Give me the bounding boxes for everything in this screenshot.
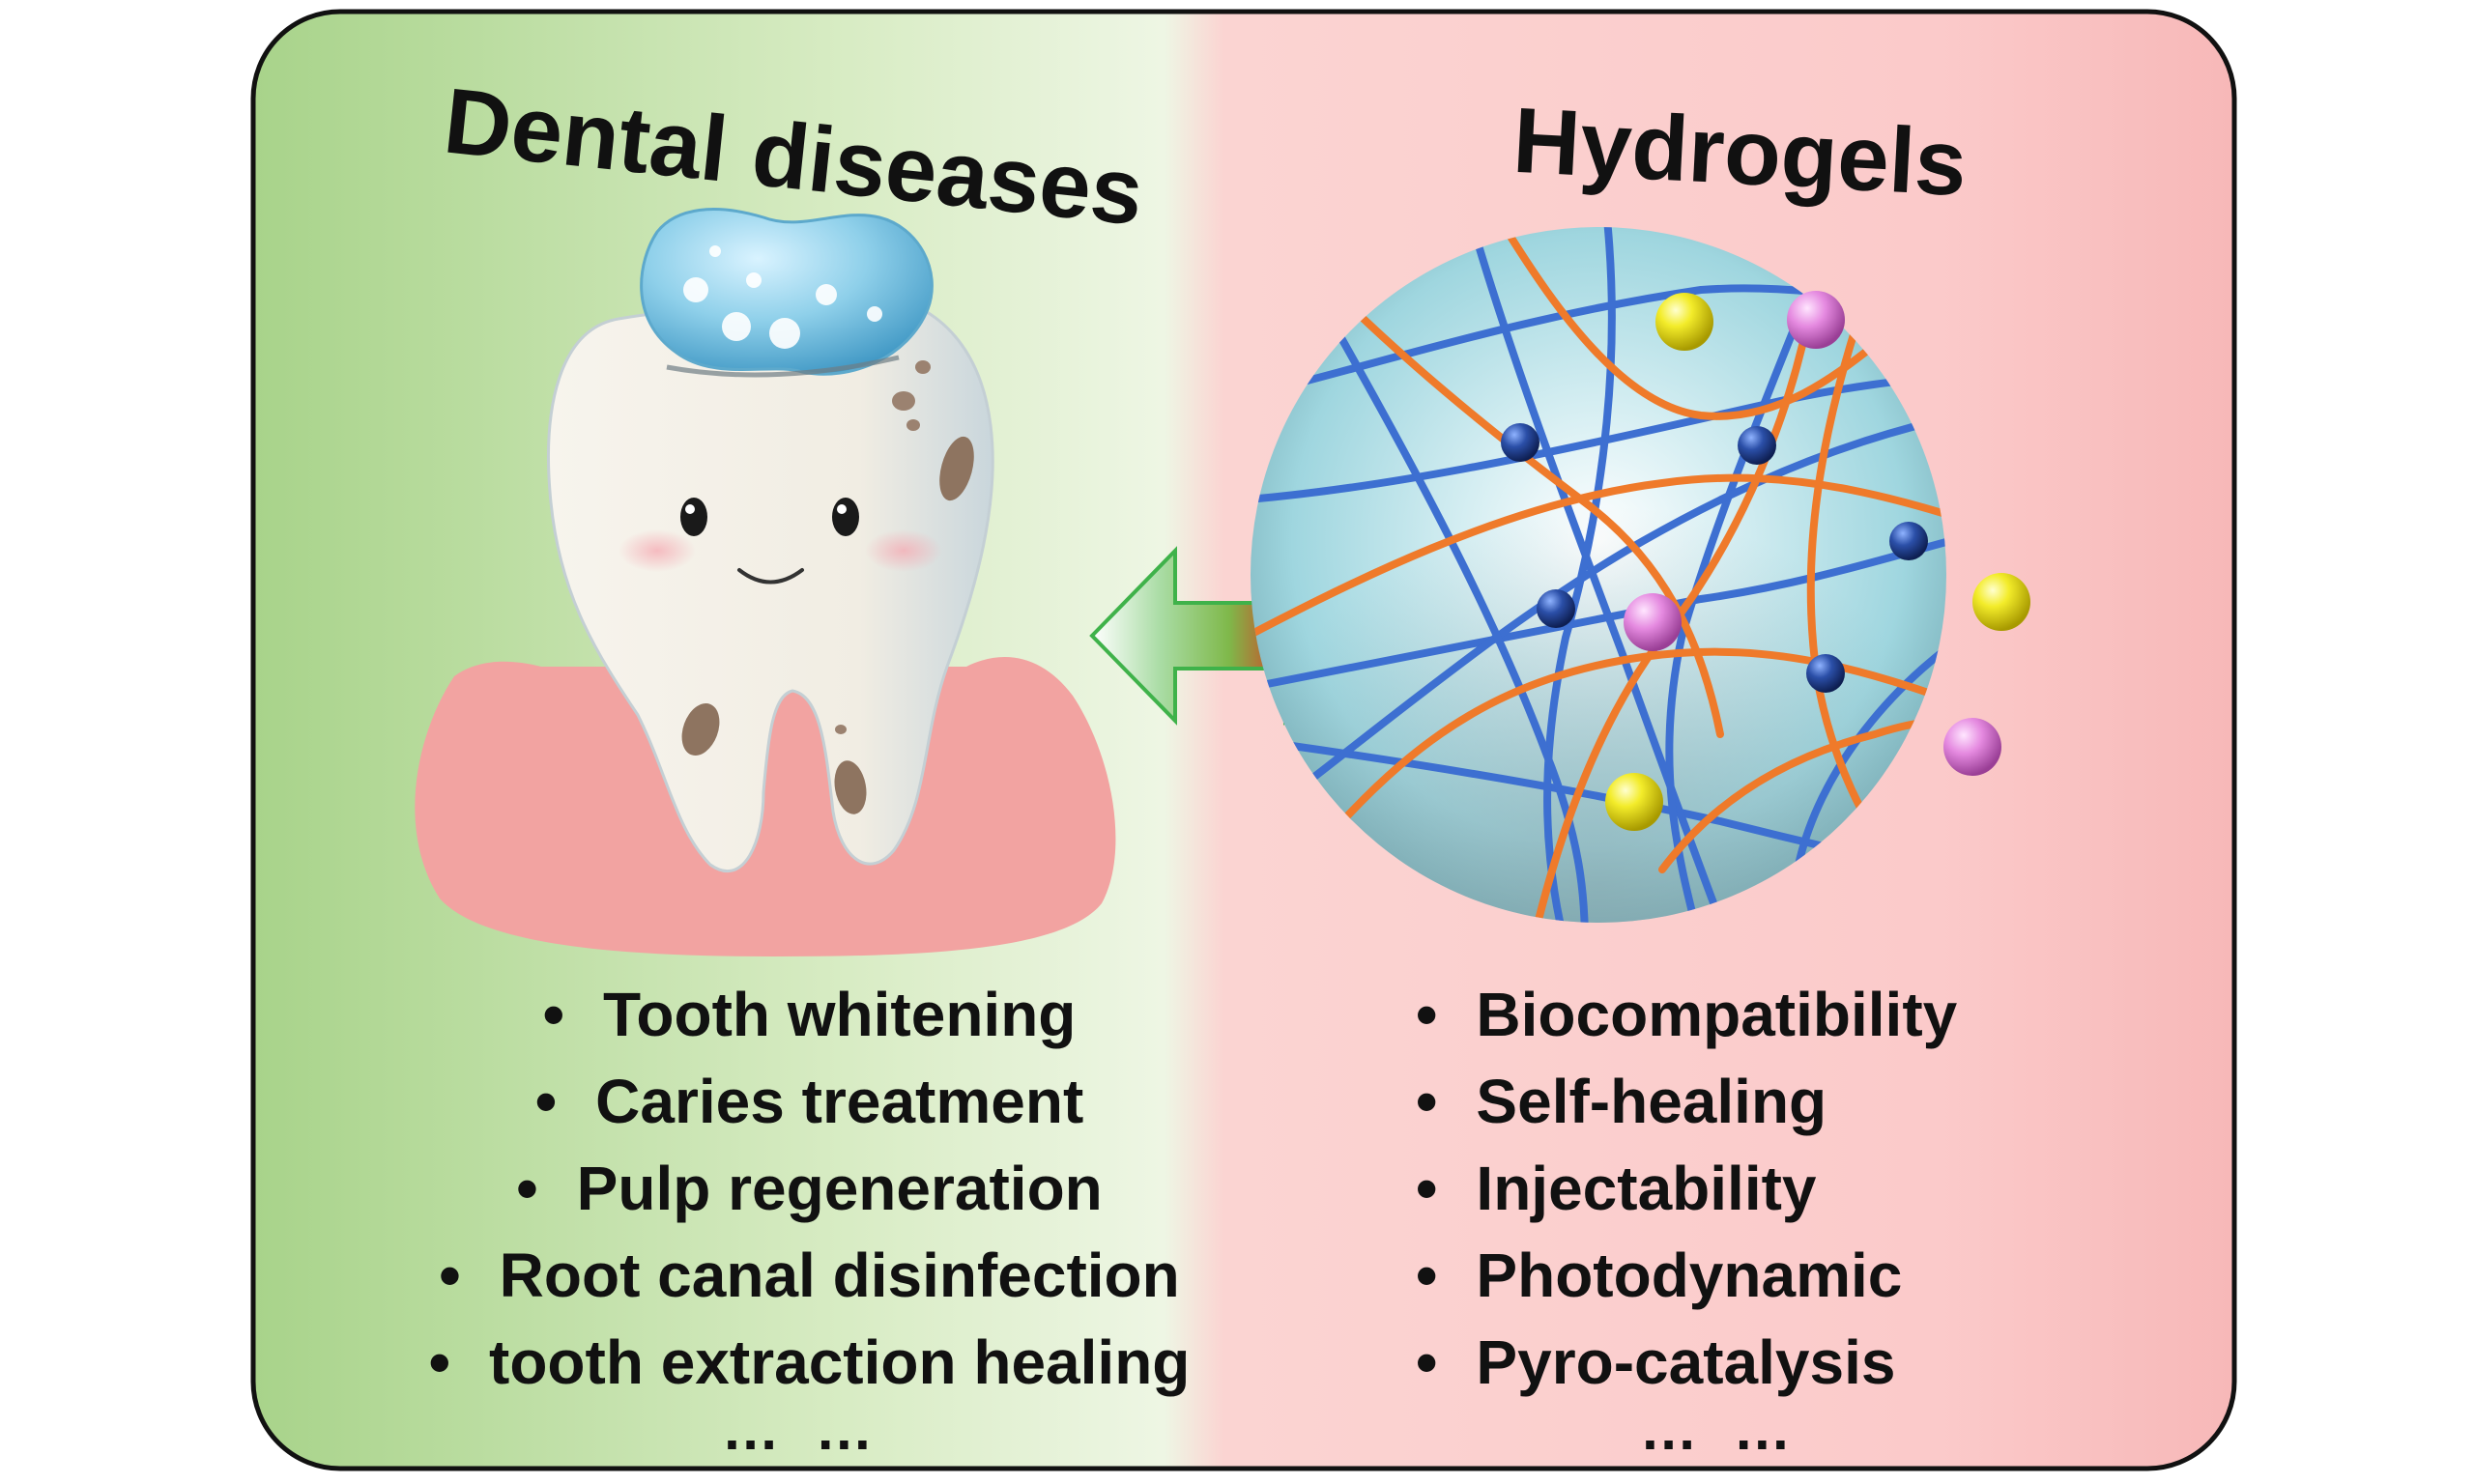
right-panel-title: Hydrogels xyxy=(1510,89,1969,215)
list-item: •Injectability xyxy=(1416,1154,1817,1223)
pink-particle xyxy=(1787,291,1845,349)
list-item: •Caries treatment xyxy=(534,1067,1084,1136)
gel-bubble xyxy=(683,277,708,302)
gel-bubble xyxy=(769,318,800,349)
blue-particle xyxy=(1501,423,1539,462)
gel-shadow xyxy=(666,355,900,378)
gel-bubble xyxy=(746,272,762,288)
left-eye-highlight xyxy=(685,504,695,514)
yellow-particle xyxy=(1972,573,2030,631)
gel-bubble xyxy=(709,245,721,257)
orange-polymer-chains xyxy=(1251,228,1946,923)
list-item: •Tooth whitening xyxy=(542,980,1077,1049)
left-eye xyxy=(680,498,707,536)
right-ellipsis: … … xyxy=(1639,1397,1801,1462)
list-item: •Pyro-catalysis xyxy=(1416,1327,1896,1397)
tooth-illustration xyxy=(415,208,1116,956)
pink-particle xyxy=(1943,718,2001,776)
yellow-particle xyxy=(1605,773,1663,831)
gel-bubble xyxy=(816,284,837,305)
blue-particle xyxy=(1738,426,1776,465)
smile xyxy=(737,568,804,585)
stain-spot xyxy=(906,419,920,431)
stain-spot xyxy=(835,725,847,734)
hydrogel-properties-list: •Biocompatibility •Self-healing •Injecta… xyxy=(1416,971,2150,1406)
stain-spot xyxy=(939,436,974,501)
yellow-particle xyxy=(1655,293,1713,351)
blue-particle xyxy=(1537,589,1575,628)
encapsulated-particles xyxy=(1501,291,2030,831)
list-item: •Biocompatibility xyxy=(1416,980,1958,1049)
blue-particle xyxy=(1889,522,1928,560)
stain-spot xyxy=(834,760,867,814)
list-item: •tooth extraction healing xyxy=(428,1327,1191,1397)
right-eye-highlight xyxy=(837,504,847,514)
stain-spot xyxy=(892,391,915,411)
list-item: •Photodynamic xyxy=(1416,1241,1903,1310)
stain-spot xyxy=(681,702,720,756)
dental-diseases-list: •Tooth whitening •Caries treatment •Pulp… xyxy=(290,971,1329,1406)
list-item: •Root canal disinfection xyxy=(439,1241,1180,1310)
gel-bubble xyxy=(867,306,882,322)
right-eye xyxy=(832,498,859,536)
left-cheek-blush xyxy=(618,529,696,572)
list-item: •Pulp regeneration xyxy=(516,1154,1103,1223)
stain-spot xyxy=(915,360,931,374)
gum-shape xyxy=(415,657,1116,956)
blue-particle xyxy=(1806,654,1845,693)
hydrogel-network-sphere xyxy=(1251,227,2030,923)
gel-bubble xyxy=(722,312,751,341)
list-item: •Self-healing xyxy=(1416,1067,1827,1136)
pink-particle xyxy=(1624,593,1682,651)
right-cheek-blush xyxy=(865,529,942,572)
left-ellipsis: … … xyxy=(721,1397,883,1462)
